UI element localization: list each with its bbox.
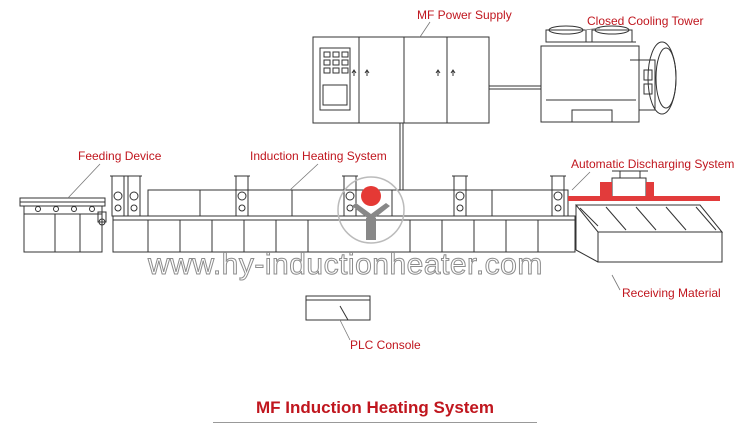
closed-cooling-tower [540,25,677,123]
receiving-material-label: Receiving Material [622,286,721,300]
feeding-device [19,197,107,253]
closed-cooling-tower-label: Closed Cooling Tower [587,14,704,28]
diagram-caption: MF Induction Heating System [255,398,495,417]
feeding-device-label: Feeding Device [78,149,162,163]
roller-unit [452,175,468,217]
website-watermark: www.hy-inductionheater.com [148,248,543,282]
plc-console [305,295,371,321]
company-logo-icon [337,176,405,244]
mf-power-supply-label: MF Power Supply [417,8,512,22]
roller-unit [550,175,566,217]
automatic-discharging-system [611,170,648,199]
induction-heating-system-label: Induction Heating System [250,149,387,163]
heating-line-frame [112,189,576,253]
receiving-material-rack [574,204,724,263]
caption-underline [213,422,537,423]
plc-console-label: PLC Console [350,338,421,352]
roller-unit [342,175,358,217]
automatic-discharging-system-label: Automatic Discharging System [571,157,735,171]
hot-billet [568,182,720,201]
mf-power-supply-cabinet [312,36,490,124]
roller-unit [110,175,142,217]
roller-unit [234,175,250,217]
